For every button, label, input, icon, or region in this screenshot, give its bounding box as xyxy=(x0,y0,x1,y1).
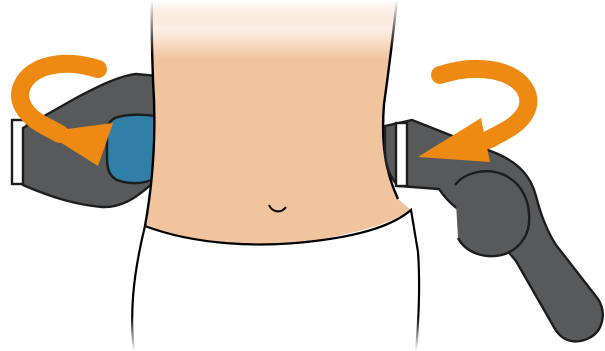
right-belt-buckle xyxy=(396,123,407,186)
left-blue-heat-pad xyxy=(107,115,156,183)
right-handle-joint xyxy=(455,171,529,256)
torso-skin xyxy=(145,0,411,245)
right-rotation-arrow-icon xyxy=(418,69,528,162)
